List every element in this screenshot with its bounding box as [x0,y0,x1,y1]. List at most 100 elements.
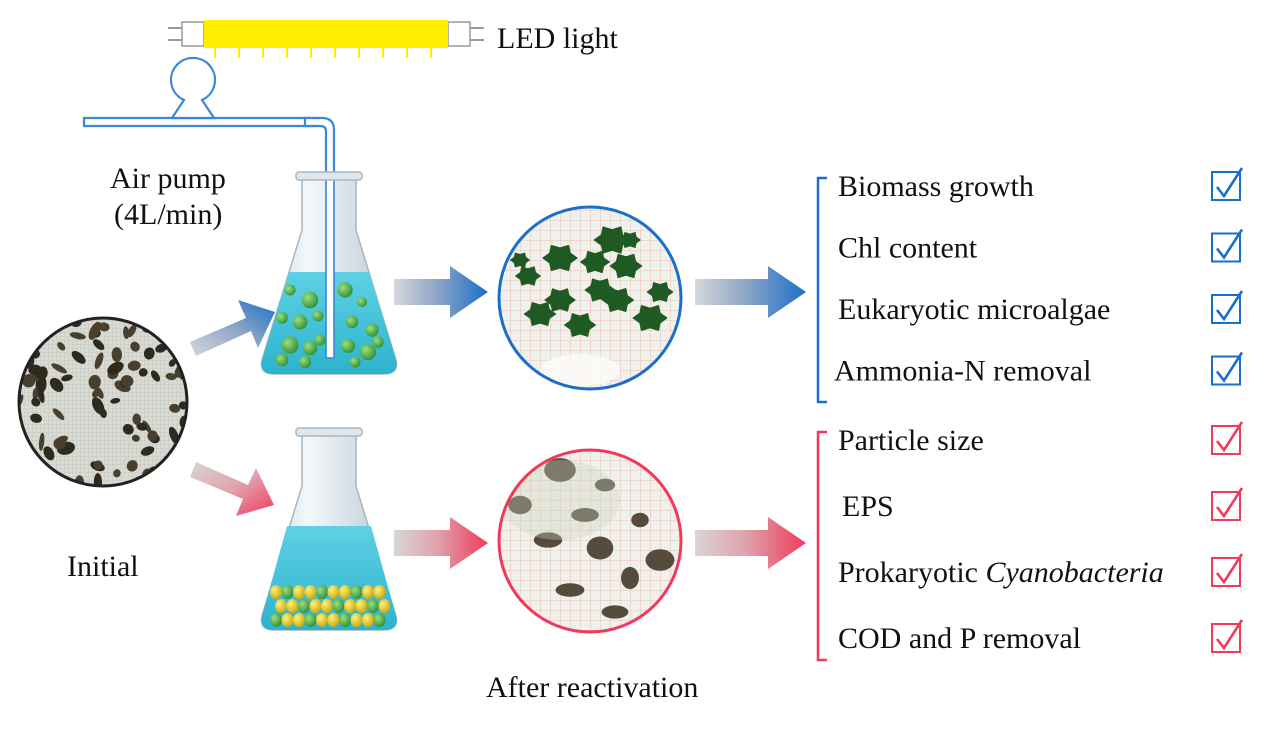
algae-bead [298,599,310,613]
initial-granule [95,387,104,399]
static-granule [594,478,616,492]
led-light: LED light [168,20,618,58]
algae-bead [321,599,333,613]
initial-granule [27,470,40,481]
outcome-label: COD and P removal [838,622,1081,655]
algae-bead [337,282,353,298]
algae-bead [281,336,299,354]
checkbox [1211,351,1244,386]
initial-granule [165,373,177,381]
algae-bead [340,338,356,354]
initial-granule [88,374,101,390]
initial-granule [32,387,39,401]
initial-granule [147,430,158,442]
algae-bead [286,599,299,613]
initial-granule [177,445,187,462]
static-granule [586,536,614,560]
air-pump-label: Air pump [110,162,226,195]
checkbox [1211,421,1244,455]
aeration-tube [325,173,335,359]
algae-bead [344,599,356,613]
initial-granule [39,318,57,326]
algae-bead [304,585,317,599]
initial-granule [111,347,122,363]
aerated-micrograph [497,205,683,391]
initial-granule [143,347,155,360]
aerated-granule [523,301,557,327]
outcome-label: Particle size [838,424,984,457]
initial-granule [180,464,187,475]
initial-granule [19,478,27,486]
aerated-granule [632,304,668,332]
algae-bead [275,599,287,613]
micrograph-glare [540,354,620,386]
initial-granule [30,413,43,423]
algae-bead [327,585,340,599]
algae-bead [365,323,379,337]
check-icon [1215,290,1244,322]
initial-granule [53,435,68,447]
air-rate-label: (4L/min) [114,198,222,231]
static-granule [533,532,563,548]
initial-granule [26,318,41,328]
led-tube [204,20,448,48]
initial-granule [158,473,168,486]
arrow-flask-to-micrograph-aerated [394,266,488,318]
static-bracket [816,430,827,662]
initial-granule [126,460,138,472]
initial-granule [27,460,40,474]
arrow-initial-to-static [190,462,274,516]
initial-granule [122,423,134,435]
check-icon [1215,167,1244,199]
algae-bead [302,340,318,356]
initial-granule [93,339,105,351]
static-granule [544,458,576,482]
checkbox [1211,487,1244,521]
initial-granule [127,360,141,371]
algae-bead [312,310,324,322]
static-granule [645,549,675,571]
algae-bead [367,599,379,613]
algae-bead [314,334,326,346]
algae-bead [373,613,386,627]
aerated-granule [646,282,674,302]
algae-bead [316,613,328,627]
algae-bead [270,613,282,627]
arrow-to-static-outcomes [695,517,806,569]
initial-granule [57,342,66,351]
initial-granule [110,398,121,404]
initial-granule [98,322,110,332]
after-reactivation-label: After reactivation [486,671,698,704]
checkbox [1211,228,1244,263]
algae-bead [281,585,294,599]
initial-granule [127,324,137,338]
aerated-granule [593,226,631,254]
algae-bead [301,291,319,309]
initial-granule [28,325,40,334]
initial-granule [36,318,50,329]
initial-granule [107,361,124,375]
static-granule [621,566,639,590]
initial-granule [93,473,103,486]
aerated-granule [619,231,641,249]
algae-bead [362,613,374,627]
static-granule [555,583,585,597]
initial-granule [150,370,161,382]
initial-granule [168,359,176,367]
initial-granule [52,408,65,420]
initial-granule [61,374,73,382]
initial-granule [31,397,41,407]
algae-bead [327,613,340,627]
check-icon [1215,228,1244,260]
static-granule [601,605,629,619]
algae-bead [339,585,351,599]
algae-bead [355,599,368,613]
algae-bead [356,296,368,308]
checkbox [1211,553,1244,587]
initial-granule [176,318,187,323]
air-pump [82,56,336,176]
aerated-granule [584,278,616,302]
static-granule [571,508,599,522]
